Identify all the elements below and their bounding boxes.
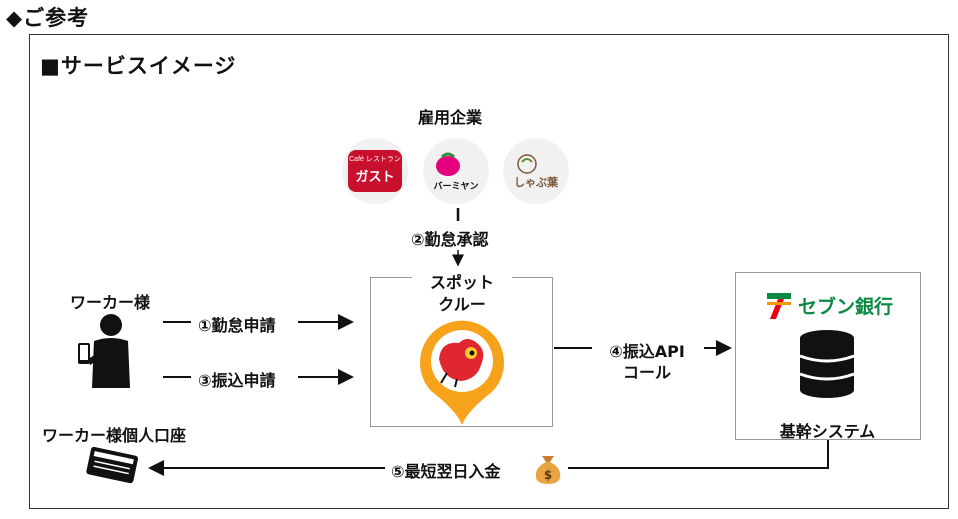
seven-bank-logo-icon — [767, 293, 791, 319]
step-1-label: ①勤怠申請 — [198, 316, 276, 335]
database-icon — [799, 330, 855, 398]
shabuyo-logo-text: しゃぶ葉 — [514, 176, 558, 189]
spot-crew-app-icon — [420, 320, 504, 425]
bamiyan-logo-text: バーミヤン — [433, 181, 479, 192]
step-4-label-line2: コール — [622, 363, 671, 382]
account-label: ワーカー様個人口座 — [42, 426, 187, 445]
step-5-label: ⑤最短翌日入金 — [391, 462, 501, 481]
pot-icon — [517, 154, 537, 174]
svg-text:$: $ — [544, 468, 552, 482]
bamiyan-logo: バーミヤン — [423, 138, 489, 204]
step-3-label: ③振込申請 — [198, 371, 276, 390]
gusto-logo-text: ガスト — [355, 169, 395, 184]
section-heading: ◆ご参考 — [6, 6, 90, 30]
employers-title: 雇用企業 — [418, 108, 483, 127]
service-image-title: ■サービスイメージ — [40, 54, 237, 78]
worker-icon — [78, 314, 130, 388]
money-bag-icon: $ — [535, 456, 561, 484]
seven-bank-name: セブン銀行 — [798, 296, 894, 318]
spot-crew-label-line1: スポット — [429, 273, 494, 292]
spot-crew-label-line2: クルー — [438, 295, 486, 314]
shabuyo-logo: しゃぶ葉 — [503, 138, 569, 204]
gusto-logo: Café レストラン ガスト — [342, 138, 408, 204]
core-system-label: 基幹システム — [779, 422, 876, 441]
deposit-line-right — [568, 440, 829, 469]
service-image-frame — [29, 34, 949, 509]
peach-icon — [436, 152, 461, 176]
bankbook-icon — [86, 446, 139, 484]
step-4-label-line1: ④振込API — [609, 342, 685, 361]
gusto-logo-small: Café レストラン — [349, 156, 401, 163]
step-2-label: ②勤怠承認 — [411, 230, 489, 249]
worker-label: ワーカー様 — [70, 293, 151, 312]
